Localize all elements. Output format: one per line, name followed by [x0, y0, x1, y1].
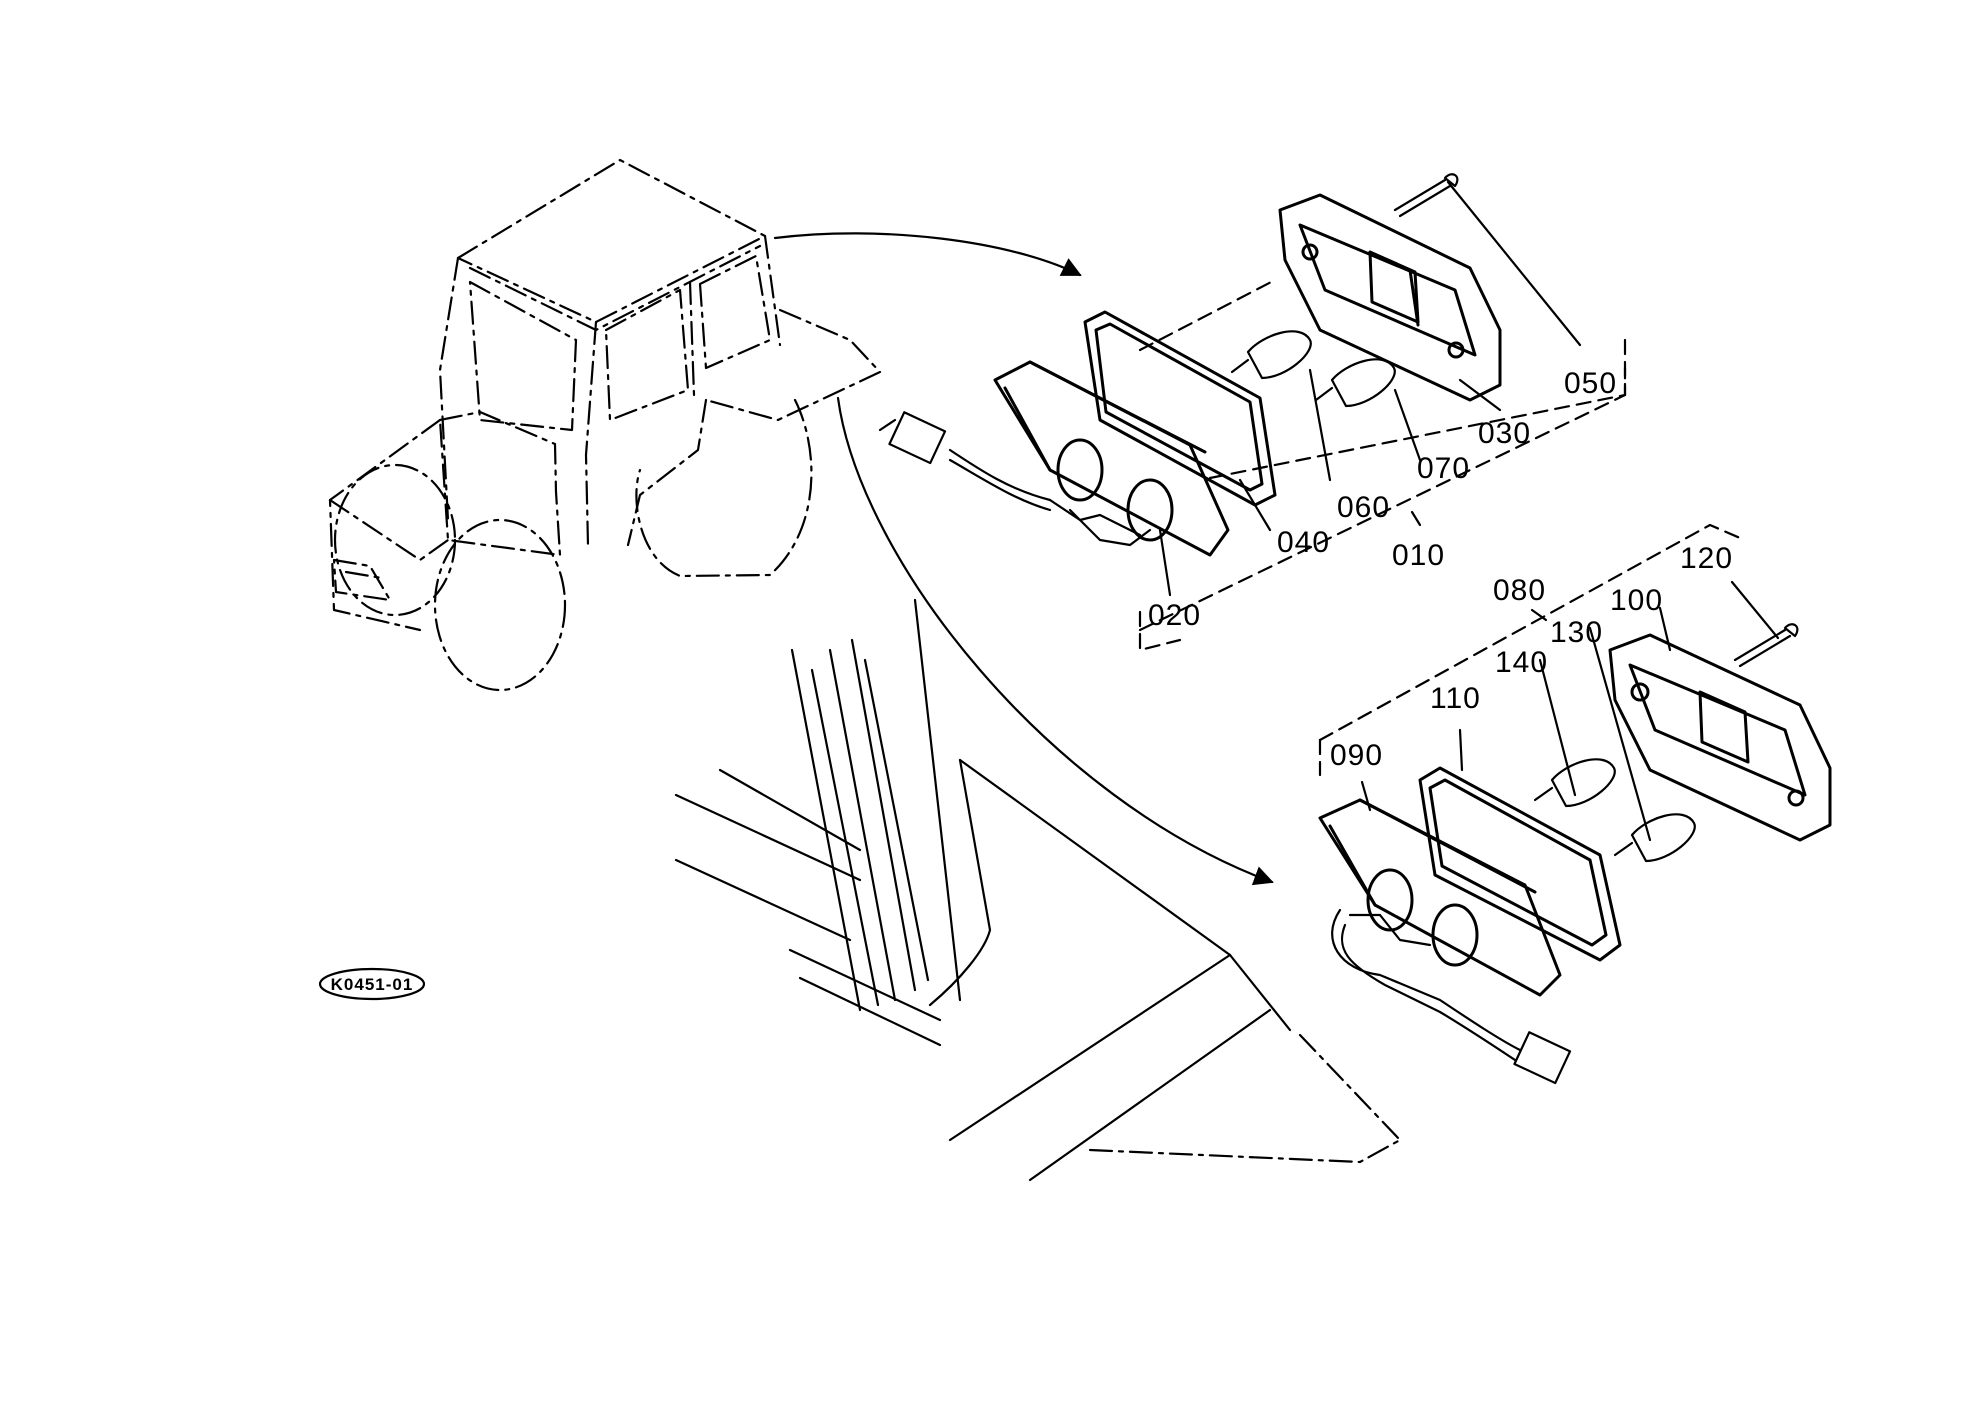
callout-labels: 010 020 030 040 050 060 070 080 090 100 …	[1148, 367, 1733, 772]
location-arrows	[773, 232, 1274, 886]
callout-080: 080	[1493, 574, 1546, 607]
callout-100: 100	[1610, 584, 1663, 617]
upper-lamp-assembly	[878, 173, 1627, 652]
callout-030: 030	[1478, 417, 1531, 450]
callout-140: 140	[1495, 646, 1548, 679]
figure-code-badge: K0451-01	[318, 967, 426, 1001]
callout-090: 090	[1330, 739, 1383, 772]
tractor-outline	[328, 158, 882, 692]
lower-leader-lines	[1360, 580, 1780, 842]
lower-lamp-assembly	[1318, 523, 1832, 1085]
figure-code: K0451-01	[331, 975, 414, 994]
callout-040: 040	[1277, 526, 1330, 559]
fender-phantom	[674, 598, 1402, 1182]
callout-130: 130	[1550, 616, 1603, 649]
upper-leader-lines	[1158, 180, 1582, 597]
callout-110: 110	[1430, 682, 1481, 715]
callout-070: 070	[1417, 452, 1470, 485]
callout-010: 010	[1392, 539, 1445, 572]
callout-020: 020	[1148, 599, 1201, 632]
callout-120: 120	[1680, 542, 1733, 575]
callout-060: 060	[1337, 491, 1390, 524]
callout-050: 050	[1564, 367, 1617, 400]
